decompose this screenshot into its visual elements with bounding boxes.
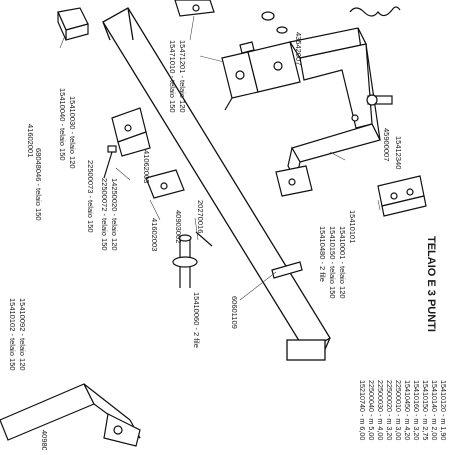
length-row-8: 22500040 - m 5,00 [367, 380, 376, 440]
washer-set-part [261, 11, 288, 34]
length-row-7: 22500030 - m 4,00 [376, 380, 385, 440]
mid-clamp-part [145, 169, 185, 199]
label-15471010: 15471010 - telaio 150 [168, 40, 177, 113]
top-block-part [57, 7, 89, 41]
length-row-0: 15410120 - m 1,90 [439, 380, 448, 440]
bolt-part [103, 145, 117, 179]
lower-frame-corner [0, 383, 141, 447]
label-60601109: 60601109 [230, 296, 239, 329]
length-row-2: 15410150 - m 2,75 [421, 380, 430, 440]
c-frame-part [287, 27, 381, 182]
three-point-hitch-bracket [221, 41, 301, 111]
label-15410060: 15410060 - 2 file [192, 292, 201, 348]
length-row-9: 15210740 - m 6,00 [358, 380, 367, 440]
label-15410001: 15410001 - telaio 120 [338, 226, 347, 299]
label-40903002: 40903002 [174, 210, 183, 243]
label-68048046: 68048046 - telaio 150 [34, 148, 43, 221]
label-15410101: 15410101 [348, 210, 357, 243]
label-43542007: 43542007 [294, 32, 303, 65]
label-41062003: 41062003 [142, 150, 151, 183]
label-15412340: 15412340 [394, 136, 403, 169]
leader-lines [59, 15, 381, 301]
label-40980: 40980 [40, 430, 49, 450]
label-45900007: 45900007 [382, 128, 391, 161]
label-15410150: 15410150 - telaio 150 [328, 226, 337, 299]
length-row-1: 15410140 - m 2,00 [430, 380, 439, 440]
spring-clip-part [349, 6, 401, 17]
label-20270016: 20270016 [196, 200, 205, 233]
label-41602003: 41602003 [150, 218, 159, 251]
label-15410480: 15410480 - 2 file [318, 226, 327, 282]
length-row-5: 22500010 - m 3,00 [394, 380, 403, 440]
top-bracket-part [174, 0, 215, 17]
label-41602001: 41602001 [26, 124, 35, 157]
page-title: TELAIO E 3 PUNTI [425, 236, 437, 332]
length-row-4: 15410450 - m 4,20 [403, 380, 412, 440]
label-22500072: 22500072 - telaio 150 [100, 178, 109, 251]
main-frame-beam [102, 7, 331, 361]
side-link-part [377, 175, 427, 217]
plate-part [275, 165, 313, 197]
label-15410030: 15410030 - telaio 120 [68, 96, 77, 169]
length-row-3: 15410160 - m 3,20 [412, 380, 421, 440]
mid-left-bracket-part [111, 107, 151, 157]
lower-pin-part [172, 231, 213, 288]
length-row-6: 22500020 - m 3,20 [385, 380, 394, 440]
label-15410092: 15410092 - telaio 120 [18, 298, 27, 371]
pin-part [366, 94, 393, 106]
label-22500073: 22500073 - telaio 150 [86, 160, 95, 233]
rod-part [271, 261, 303, 279]
label-15410102: 15410102 - telaio 150 [8, 298, 17, 371]
label-15471201: 15471201 - telaio 120 [178, 40, 187, 113]
label-15410040: 15410040 - telaio 150 [58, 88, 67, 161]
label-14250020: 14250020 - telaio 120 [110, 178, 119, 251]
